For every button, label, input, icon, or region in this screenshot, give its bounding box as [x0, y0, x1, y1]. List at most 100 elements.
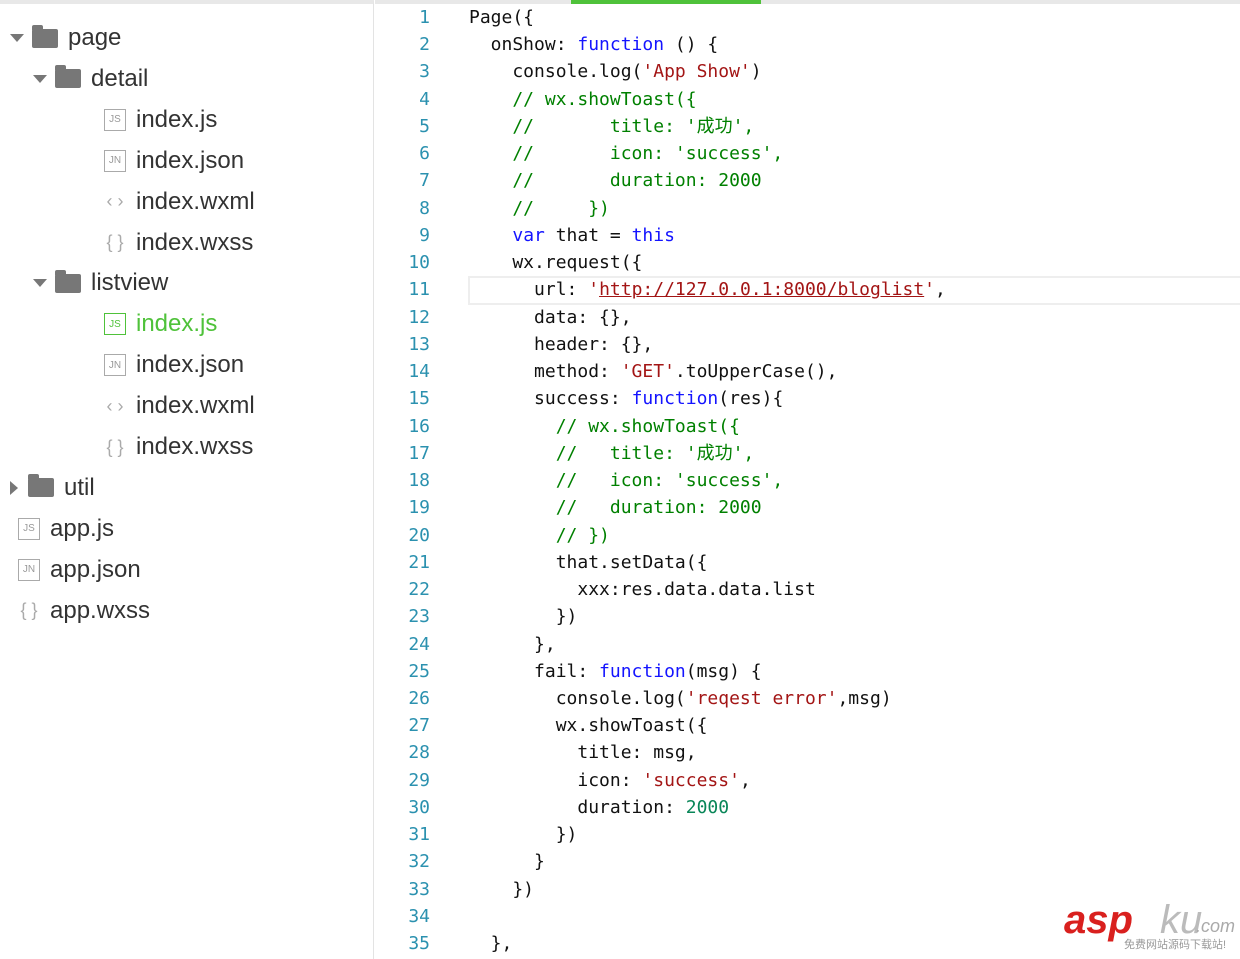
tree-item-label: index.wxml: [136, 187, 255, 215]
code-text: // title: '成功',: [469, 113, 754, 140]
tree-item-label: app.js: [50, 514, 115, 542]
code-line[interactable]: 10 wx.request({: [375, 249, 1240, 276]
code-line[interactable]: 23 }): [375, 603, 1240, 630]
code-text: // }): [469, 522, 610, 549]
tree-item-label: page: [68, 24, 122, 51]
file-index.wxss[interactable]: { }index.wxss: [104, 427, 253, 467]
line-number: 32: [408, 851, 430, 873]
code-line[interactable]: 31 }): [375, 821, 1240, 848]
code-line[interactable]: 27 wx.showToast({: [375, 712, 1240, 739]
code-token: // title: '成功',: [469, 442, 755, 464]
line-number: 10: [408, 252, 430, 274]
code-text: wx.showToast({: [469, 712, 708, 739]
code-line[interactable]: 29 icon: 'success',: [375, 767, 1240, 794]
code-token: }: [469, 851, 545, 873]
line-number: 13: [408, 333, 430, 355]
chevron-down-icon[interactable]: [33, 74, 47, 83]
code-token: // duration: 2000: [469, 170, 762, 192]
code-token: .toUpperCase(),: [674, 361, 838, 383]
folder-detail[interactable]: detail: [33, 59, 148, 99]
code-line[interactable]: 22 xxx:res.data.data.list: [375, 576, 1240, 603]
code-line[interactable]: 18 // icon: 'success',: [375, 467, 1240, 494]
line-number: 2: [419, 34, 430, 56]
file-index.json[interactable]: JN index.json: [104, 141, 244, 181]
code-line[interactable]: 8 // }): [375, 195, 1240, 222]
line-number: 15: [408, 388, 430, 410]
tree-item-label: index.js: [136, 310, 218, 338]
tree-item-label: index.json: [136, 146, 245, 174]
code-line[interactable]: 7 // duration: 2000: [375, 167, 1240, 194]
line-number: 3: [419, 61, 430, 83]
folder-listview[interactable]: listview: [33, 263, 168, 303]
line-number: 18: [408, 470, 430, 492]
code-line[interactable]: 6 // icon: 'success',: [375, 140, 1240, 167]
chevron-right-icon[interactable]: [10, 480, 18, 495]
code-line[interactable]: 14 method: 'GET'.toUpperCase(),: [375, 358, 1240, 385]
code-text: duration: 2000: [469, 794, 729, 821]
folder-util[interactable]: util: [10, 468, 95, 508]
tree-item-label: util: [64, 473, 95, 501]
active-tab-indicator: [571, 0, 761, 4]
chevron-down-icon[interactable]: [10, 34, 24, 42]
code-text: // title: '成功',: [469, 440, 755, 467]
code-text: icon: 'success',: [469, 767, 750, 794]
line-number: 25: [408, 660, 430, 682]
code-line[interactable]: 9 var that = this: [375, 222, 1240, 249]
line-number: 9: [419, 224, 430, 246]
line-number: 26: [408, 688, 430, 709]
code-line[interactable]: 11 url: 'http://127.0.0.1:8000/bloglist'…: [375, 276, 1240, 306]
code-token: },: [469, 633, 556, 655]
code-line[interactable]: 13 header: {},: [375, 331, 1240, 358]
code-line[interactable]: 3 console.log('App Show'): [375, 58, 1240, 85]
code-line[interactable]: 28 title: msg,: [375, 739, 1240, 766]
code-line[interactable]: 26 console.log('reqest error',msg): [375, 685, 1240, 712]
code-line[interactable]: 32 }: [375, 848, 1240, 875]
code-token: that.setData({: [469, 551, 708, 573]
code-line[interactable]: 33 }): [375, 876, 1240, 903]
file-index.wxml[interactable]: ‹ ›index.wxml: [104, 182, 255, 222]
line-number: 4: [419, 88, 430, 110]
code-text: data: {},: [469, 304, 632, 331]
code-line[interactable]: 24 },: [375, 631, 1240, 658]
tree-item-label: listview: [91, 269, 169, 297]
code-line[interactable]: 25 fail: function(msg) {: [375, 658, 1240, 685]
code-line[interactable]: 4 // wx.showToast({: [375, 86, 1240, 113]
code-line[interactable]: 15 success: function(res){: [375, 385, 1240, 412]
file-app.wxss[interactable]: { }app.wxss: [18, 591, 150, 631]
tree-item-label: app.wxss: [50, 596, 151, 624]
code-line[interactable]: 2 onShow: function () {: [375, 31, 1240, 58]
code-line[interactable]: 5 // title: '成功',: [375, 113, 1240, 140]
code-line[interactable]: 21 that.setData({: [375, 549, 1240, 576]
code-line[interactable]: 16 // wx.showToast({: [375, 413, 1240, 440]
code-text: // wx.showToast({: [469, 413, 740, 440]
code-token: },: [469, 933, 513, 955]
code-token: }): [469, 606, 578, 628]
line-number: 24: [408, 633, 430, 655]
code-token: 'reqest error': [685, 688, 838, 709]
chevron-down-icon[interactable]: [33, 279, 47, 288]
file-index.js[interactable]: JS index.js: [104, 304, 217, 344]
wxss-file-icon: { }: [106, 232, 124, 252]
code-line[interactable]: 20 // }): [375, 522, 1240, 549]
folder-page[interactable]: page: [10, 18, 121, 58]
code-token: ': [924, 279, 936, 301]
code-line[interactable]: 34: [375, 903, 1240, 930]
code-line[interactable]: 12 data: {},: [375, 304, 1240, 331]
json-file-icon: JN: [104, 149, 126, 172]
code-token: Page({: [469, 7, 535, 28]
line-number: 23: [408, 606, 430, 628]
file-index.wxss[interactable]: { }index.wxss: [104, 223, 253, 263]
js-file-icon: JS: [104, 313, 126, 336]
code-line[interactable]: 30 duration: 2000: [375, 794, 1240, 821]
code-line[interactable]: 17 // title: '成功',: [375, 440, 1240, 467]
code-line[interactable]: 19 // duration: 2000: [375, 494, 1240, 521]
code-text: onShow: function () {: [469, 31, 719, 58]
file-index.wxml[interactable]: ‹ ›index.wxml: [104, 386, 255, 426]
code-line[interactable]: 35 },: [375, 930, 1240, 957]
